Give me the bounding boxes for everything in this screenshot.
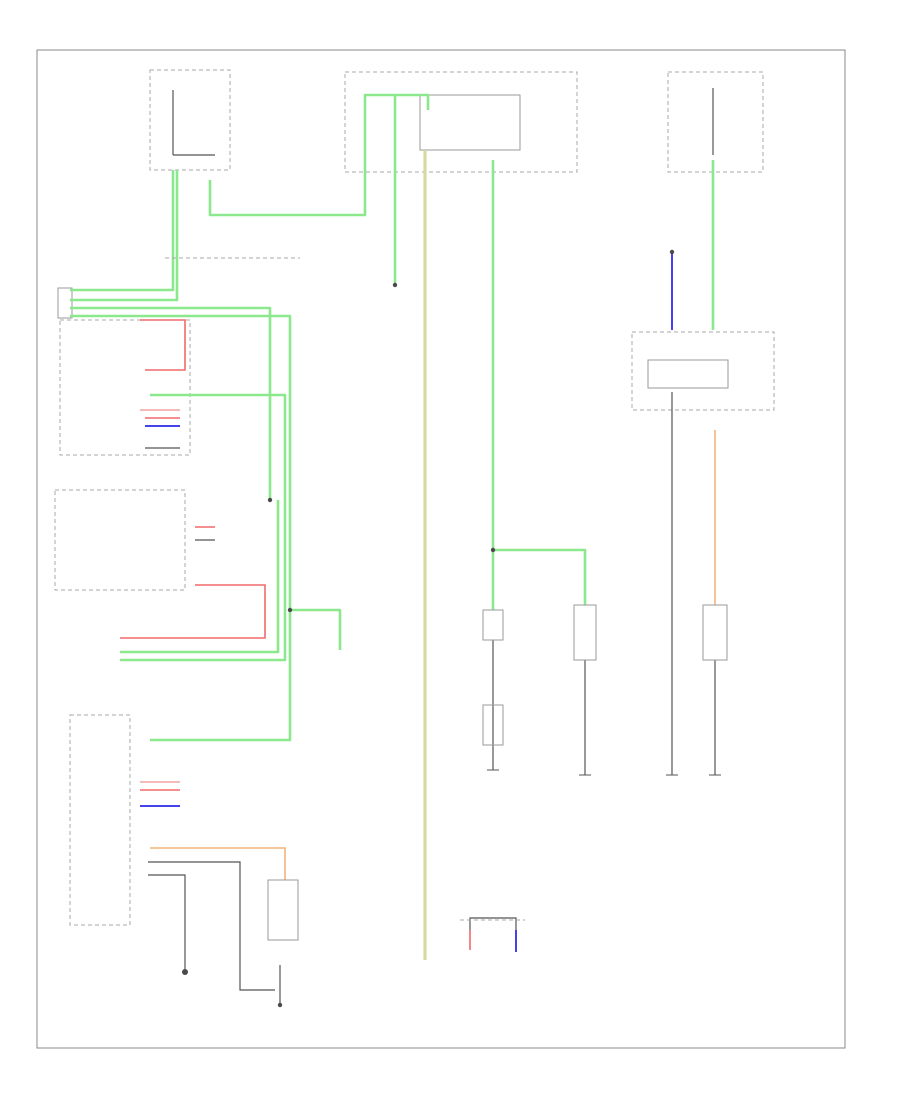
connector-bars — [165, 257, 525, 921]
fuse-box-right — [667, 71, 764, 173]
wire-black — [145, 392, 716, 1005]
ground-symbols — [487, 769, 721, 776]
wire-orange — [150, 430, 716, 880]
rear-climate-control-switch — [69, 714, 131, 926]
wire-pink — [140, 409, 180, 783]
fuse-box-center — [344, 71, 578, 173]
fuse-box-left — [149, 69, 231, 171]
wire-light-green-main — [70, 93, 715, 742]
blower-motor-left — [267, 879, 299, 941]
splice-points — [182, 249, 675, 1008]
climate-control-unit — [57, 287, 191, 456]
wire-red — [120, 319, 471, 950]
blower-motor-right — [702, 604, 728, 661]
diagram-frame — [36, 49, 846, 1049]
wire-blue — [140, 252, 673, 952]
rear-switch-contacts — [482, 604, 597, 746]
front-passenger-climate-switch — [54, 489, 186, 591]
passenger-switch-block — [631, 331, 775, 411]
